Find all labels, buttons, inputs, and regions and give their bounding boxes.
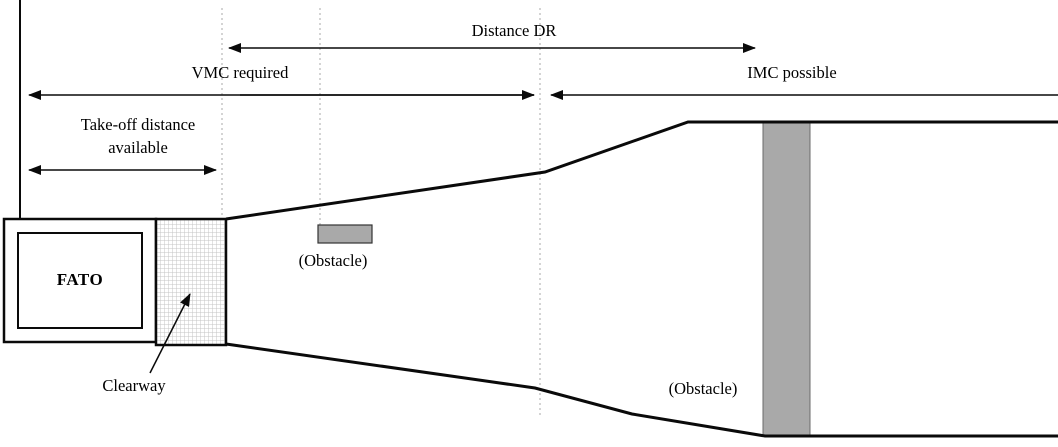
takeoff-distance-line2: available: [108, 138, 168, 157]
takeoff-distance-label: Take-off distance available: [40, 113, 236, 159]
imc-possible-label: IMC possible: [747, 63, 837, 82]
funnel-bottom-boundary: [225, 342, 1058, 438]
large-obstacle: [762, 122, 811, 437]
takeoff-distance-line1: Take-off distance: [80, 115, 196, 134]
distance-dr-label: Distance DR: [471, 21, 557, 40]
small-obstacle: [317, 224, 373, 244]
fato-inner-box: [17, 232, 143, 329]
fato-label: FATO: [56, 270, 104, 289]
clearway-pointer-arrow: [149, 293, 191, 374]
clearway-label: Clearway: [102, 376, 166, 395]
vmc-required-label: VMC required: [191, 63, 289, 82]
small-obstacle-label: (Obstacle): [298, 251, 368, 270]
funnel-top-boundary: [225, 120, 1058, 221]
clearway-area: [154, 217, 228, 347]
large-obstacle-label: (Obstacle): [668, 379, 738, 398]
